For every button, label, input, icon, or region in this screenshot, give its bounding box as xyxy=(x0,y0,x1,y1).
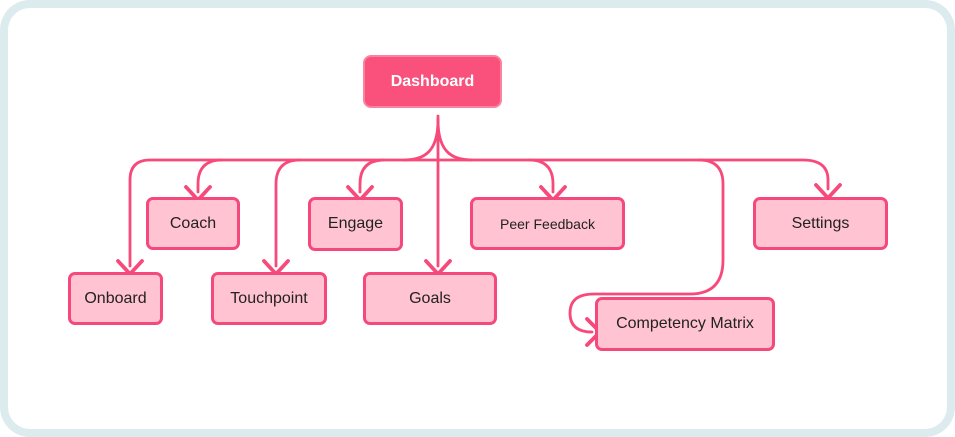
node-settings[interactable]: Settings xyxy=(753,197,888,250)
edge-dashboard-coach xyxy=(196,158,224,194)
node-touchpoint-label: Touchpoint xyxy=(230,289,308,307)
edge-dashboard-engage xyxy=(358,158,386,194)
edge-junction-right xyxy=(436,118,474,162)
node-competency-matrix[interactable]: Competency Matrix xyxy=(595,297,775,351)
edge-dashboard-touchpoint xyxy=(274,158,302,268)
edge-dashboard-peer-feedback xyxy=(527,158,555,194)
node-engage[interactable]: Engage xyxy=(308,197,403,251)
node-peer-feedback[interactable]: Peer Feedback xyxy=(470,197,625,250)
node-coach[interactable]: Coach xyxy=(146,197,240,250)
node-coach-label: Coach xyxy=(169,214,217,232)
edge-junction-left xyxy=(402,118,440,162)
node-goals-label: Goals xyxy=(409,289,451,307)
node-goals[interactable]: Goals xyxy=(363,272,497,325)
node-competency-matrix-label: Competency Matrix xyxy=(616,315,754,332)
diagram-canvas: Dashboard Onboard Coach Touchpoint Engag… xyxy=(8,8,947,429)
node-touchpoint[interactable]: Touchpoint xyxy=(211,272,327,325)
node-settings-label: Settings xyxy=(791,214,850,232)
node-dashboard[interactable]: Dashboard xyxy=(363,55,502,108)
node-peer-feedback-label: Peer Feedback xyxy=(500,215,595,232)
node-onboard-label: Onboard xyxy=(84,289,147,307)
node-dashboard-label: Dashboard xyxy=(390,72,475,90)
node-engage-label: Engage xyxy=(327,215,384,232)
node-onboard[interactable]: Onboard xyxy=(68,272,163,325)
